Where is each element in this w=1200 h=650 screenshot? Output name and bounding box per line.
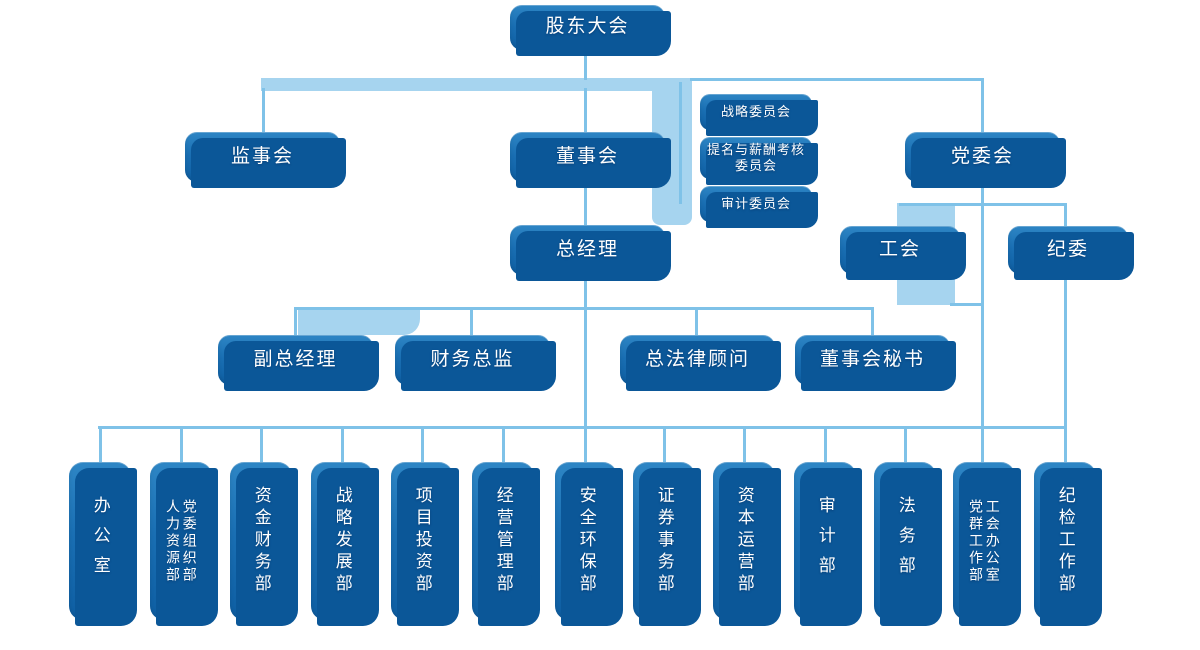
node-label: 战略发展部	[332, 486, 352, 596]
connector	[1064, 203, 1067, 229]
connector	[981, 182, 984, 206]
node-label: 股东大会	[545, 16, 630, 38]
connector	[421, 426, 424, 462]
connector	[584, 275, 587, 309]
node-label: 董事会秘书	[819, 348, 925, 370]
connector	[950, 303, 983, 306]
node-finance-director: 财务总监	[395, 335, 550, 385]
node-audit-committee: 审计委员会	[700, 186, 812, 222]
connector	[260, 426, 263, 462]
connector	[584, 426, 587, 462]
connector	[904, 426, 907, 462]
node-label: 总经理	[555, 238, 619, 260]
node-nomination-compensation-committee: 提名与薪酬考核 委员会	[700, 137, 812, 179]
connector	[690, 78, 984, 81]
node-label: 项目投资部	[412, 486, 432, 596]
node-label: 提名与薪酬考核 委员会	[706, 141, 805, 173]
node-label: 工会办公室 党群工作部	[968, 498, 1001, 584]
node-dept-capital-operations: 资本运营部	[713, 462, 775, 620]
node-board-of-directors: 董事会	[510, 132, 665, 182]
node-dept-operations-management: 经营管理部	[472, 462, 534, 620]
node-label: 党委组织部 人力资源部	[165, 498, 198, 584]
node-supervisory-board: 监事会	[185, 132, 340, 182]
connector	[679, 82, 682, 204]
node-label: 办公室	[90, 496, 110, 586]
node-dept-union-office-party-mass: 工会办公室 党群工作部	[953, 462, 1015, 620]
node-label: 法务部	[895, 496, 915, 586]
connector	[981, 203, 984, 462]
connector	[981, 80, 984, 132]
connector	[584, 307, 587, 462]
connector	[584, 182, 587, 225]
node-label: 总法律顾问	[644, 348, 750, 370]
node-labor-union: 工会	[840, 226, 960, 274]
connector	[695, 307, 698, 335]
connector	[294, 307, 297, 335]
node-label: 经营管理部	[493, 486, 513, 596]
node-general-counsel: 总法律顾问	[620, 335, 775, 385]
node-label: 审计委员会	[720, 195, 791, 211]
node-dept-safety-environment: 安全环保部	[555, 462, 617, 620]
node-strategy-committee: 战略委员会	[700, 94, 812, 130]
node-label: 纪检工作部	[1055, 486, 1075, 596]
node-label: 董事会	[555, 145, 619, 167]
node-label: 审计部	[815, 496, 835, 586]
node-label: 纪委	[1046, 238, 1089, 260]
node-label: 战略委员会	[720, 103, 791, 119]
node-dept-finance: 资金财务部	[230, 462, 292, 620]
node-dept-party-org-hr: 党委组织部 人力资源部	[150, 462, 212, 620]
node-label: 副总经理	[253, 348, 338, 370]
node-label: 资本运营部	[734, 486, 754, 596]
node-party-committee: 党委会	[905, 132, 1060, 182]
node-shareholders-meeting: 股东大会	[510, 5, 665, 50]
connector	[341, 426, 344, 462]
node-label: 党委会	[950, 145, 1014, 167]
node-label: 监事会	[230, 145, 294, 167]
connector	[502, 426, 505, 462]
connector	[294, 307, 873, 310]
node-dept-securities-affairs: 证券事务部	[633, 462, 695, 620]
node-label: 工会	[878, 238, 921, 260]
node-board-secretary: 董事会秘书	[795, 335, 950, 385]
connector-band-deputy	[298, 307, 420, 335]
node-label: 财务总监	[430, 348, 515, 370]
connector-band-top	[261, 78, 692, 91]
connector	[584, 48, 587, 80]
connector	[99, 426, 102, 462]
connector	[584, 88, 587, 132]
node-label: 安全环保部	[576, 486, 596, 596]
node-general-manager: 总经理	[510, 225, 665, 275]
node-dept-legal: 法务部	[874, 462, 936, 620]
node-label: 资金财务部	[251, 486, 271, 596]
connector	[743, 426, 746, 462]
node-dept-audit: 审计部	[794, 462, 856, 620]
connector	[180, 426, 183, 462]
connector	[470, 307, 473, 335]
node-deputy-general-manager: 副总经理	[218, 335, 373, 385]
connector	[824, 426, 827, 462]
connector	[871, 307, 874, 335]
node-dept-project-investment: 项目投资部	[391, 462, 453, 620]
node-dept-discipline-inspection: 纪检工作部	[1034, 462, 1096, 620]
connector	[663, 426, 666, 462]
node-label: 证券事务部	[654, 486, 674, 596]
connector	[262, 88, 265, 132]
connector	[98, 426, 1067, 429]
connector	[1064, 276, 1067, 462]
node-dept-strategic-development: 战略发展部	[311, 462, 373, 620]
node-dept-office: 办公室	[69, 462, 131, 620]
node-discipline-committee: 纪委	[1008, 226, 1128, 274]
